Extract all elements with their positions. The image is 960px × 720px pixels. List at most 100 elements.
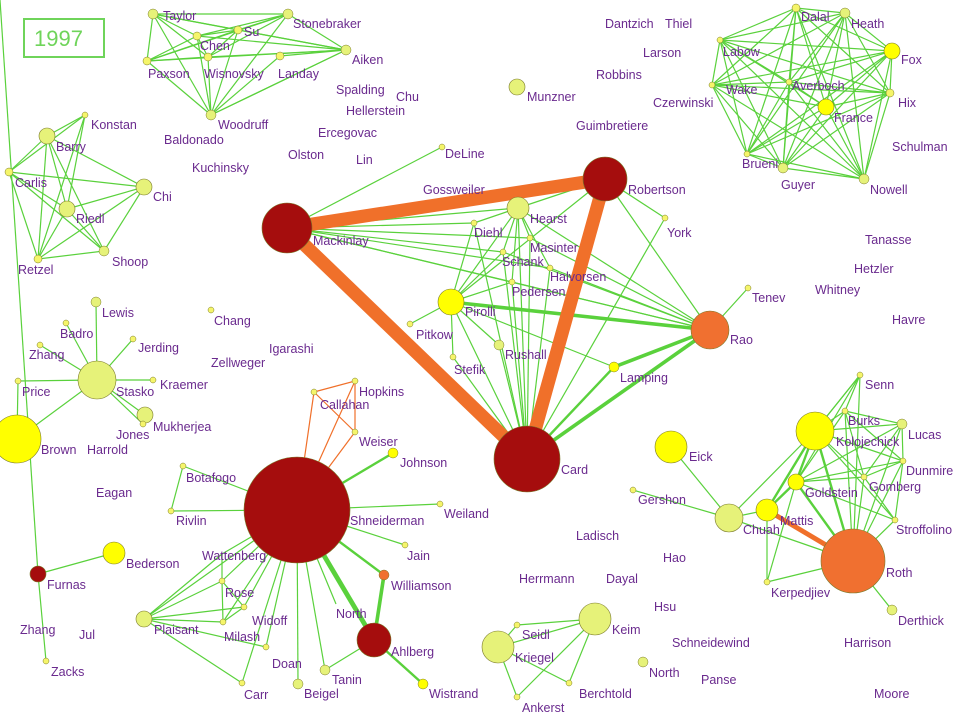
node-berchtold[interactable] [565,679,573,687]
node-shneiderman[interactable] [243,456,351,564]
node-chi[interactable] [135,178,153,196]
node-nowell[interactable] [858,173,870,185]
node-hopkins[interactable] [351,377,359,385]
node-beigel[interactable] [292,678,304,690]
node-munzner[interactable] [508,78,526,96]
node-derthick[interactable] [886,604,898,616]
node-north2[interactable] [637,656,649,668]
node-wistrand[interactable] [417,678,429,690]
node-carr[interactable] [238,679,246,687]
node-labow[interactable] [716,36,724,44]
node-guyer[interactable] [777,162,789,174]
node-gershon[interactable] [629,486,637,494]
node-dalal[interactable] [791,3,801,13]
node-widoff[interactable] [240,603,248,611]
node-rushall[interactable] [493,339,505,351]
node-fox[interactable] [883,42,901,60]
node-shoop[interactable] [98,245,110,257]
node-price[interactable] [14,377,22,385]
node-chang[interactable] [207,306,215,314]
node-gomberg[interactable] [860,473,868,481]
node-plaisant[interactable] [135,610,153,628]
node-pitkow[interactable] [406,320,414,328]
node-stroffolino[interactable] [891,516,899,524]
node-ahlberg[interactable] [356,622,392,658]
node-pirolli[interactable] [437,288,465,316]
node-milash[interactable] [219,618,227,626]
node-masinter[interactable] [526,234,534,242]
node-heath[interactable] [839,7,851,19]
node-pedersen[interactable] [508,278,516,286]
node-lamping[interactable] [608,361,620,373]
node-halvorsen[interactable] [546,264,554,272]
node-furnas[interactable] [29,565,47,583]
node-kriegel[interactable] [481,630,515,664]
node-mackinlay[interactable] [261,202,313,254]
node-carlis[interactable] [4,167,14,177]
node-averboch[interactable] [785,78,793,86]
node-deline[interactable] [438,143,446,151]
node-diehl[interactable] [470,219,478,227]
node-doan[interactable] [262,643,270,651]
node-keim[interactable] [578,602,612,636]
node-jones[interactable] [139,420,147,428]
node-card[interactable] [493,425,561,493]
node-lewis[interactable] [90,296,102,308]
node-senn[interactable] [856,371,864,379]
node-callahan[interactable] [310,388,318,396]
node-johnson[interactable] [387,447,399,459]
node-robertson[interactable] [582,156,628,202]
node-seidl[interactable] [513,621,521,629]
node-schank[interactable] [499,248,507,256]
node-hearst[interactable] [506,196,530,220]
node-kerpedjiev[interactable] [763,578,771,586]
node-burks[interactable] [841,407,849,415]
node-rao[interactable] [690,310,730,350]
node-badro[interactable] [62,319,70,327]
node-brown[interactable] [0,414,42,464]
node-bederson[interactable] [102,541,126,565]
node-ankerst[interactable] [513,693,521,701]
node-retzel[interactable] [33,254,43,264]
node-zacks[interactable] [42,657,50,665]
node-landay[interactable] [275,51,285,61]
node-barry[interactable] [38,127,56,145]
node-mukherjea[interactable] [136,406,154,424]
node-brueni[interactable] [743,150,751,158]
node-chuah[interactable] [714,503,744,533]
node-mattis[interactable] [755,498,779,522]
node-rivlin[interactable] [167,507,175,515]
node-stasko[interactable] [77,360,117,400]
node-weiser[interactable] [351,428,359,436]
node-wisnovsky[interactable] [203,52,213,62]
node-paxson[interactable] [142,56,152,66]
node-roth[interactable] [820,528,886,594]
node-stonebraker[interactable] [282,8,294,20]
node-tanin[interactable] [319,664,331,676]
node-hix[interactable] [885,88,895,98]
node-york[interactable] [661,214,669,222]
node-france[interactable] [817,98,835,116]
node-weiland[interactable] [436,500,444,508]
node-aiken[interactable] [340,44,352,56]
node-goldstein[interactable] [787,473,805,491]
node-kraemer[interactable] [149,376,157,384]
node-taylor[interactable] [147,8,159,20]
node-lucas[interactable] [896,418,908,430]
node-wake[interactable] [708,81,716,89]
node-jain[interactable] [401,541,409,549]
node-kolojechick[interactable] [795,411,835,451]
node-konstan[interactable] [81,111,89,119]
node-su[interactable] [233,25,243,35]
node-dunmire[interactable] [899,457,907,465]
node-botafogo[interactable] [179,462,187,470]
node-tenev[interactable] [744,284,752,292]
node-williamson[interactable] [378,569,390,581]
node-woodruff[interactable] [205,109,217,121]
node-stefik[interactable] [449,353,457,361]
node-rose[interactable] [218,577,226,585]
node-jerding[interactable] [129,335,137,343]
node-chen[interactable] [192,31,202,41]
node-eick[interactable] [654,430,688,464]
node-riedl[interactable] [58,200,76,218]
